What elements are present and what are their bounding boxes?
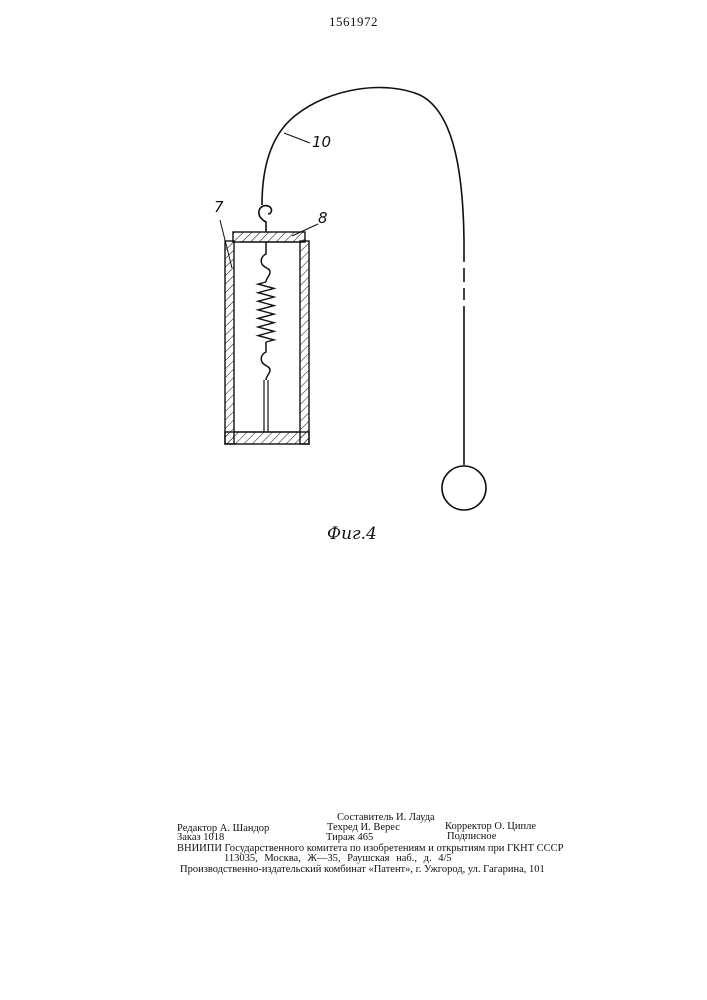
weight-ball xyxy=(442,466,486,510)
upper-inner-hook xyxy=(261,242,270,282)
container-right-wall xyxy=(300,241,309,444)
container-body xyxy=(225,241,309,444)
label-lid: 8 xyxy=(318,209,328,227)
label-container: 7 xyxy=(214,198,224,216)
imprint-plant: Производственно-издательский комбинат «П… xyxy=(180,864,545,876)
label-cable: 10 xyxy=(312,133,331,151)
lower-inner-hook xyxy=(261,342,270,380)
leader-10 xyxy=(284,133,310,143)
spring xyxy=(258,282,274,342)
container-bottom xyxy=(225,432,309,444)
container-lid xyxy=(233,232,305,242)
imprint-subscription: Подписное xyxy=(447,831,496,843)
top-hook xyxy=(259,206,272,232)
figure-caption: Фиг.4 xyxy=(327,524,377,544)
container-left-wall xyxy=(225,241,234,444)
cable xyxy=(262,88,464,240)
lid-plate xyxy=(233,232,305,242)
